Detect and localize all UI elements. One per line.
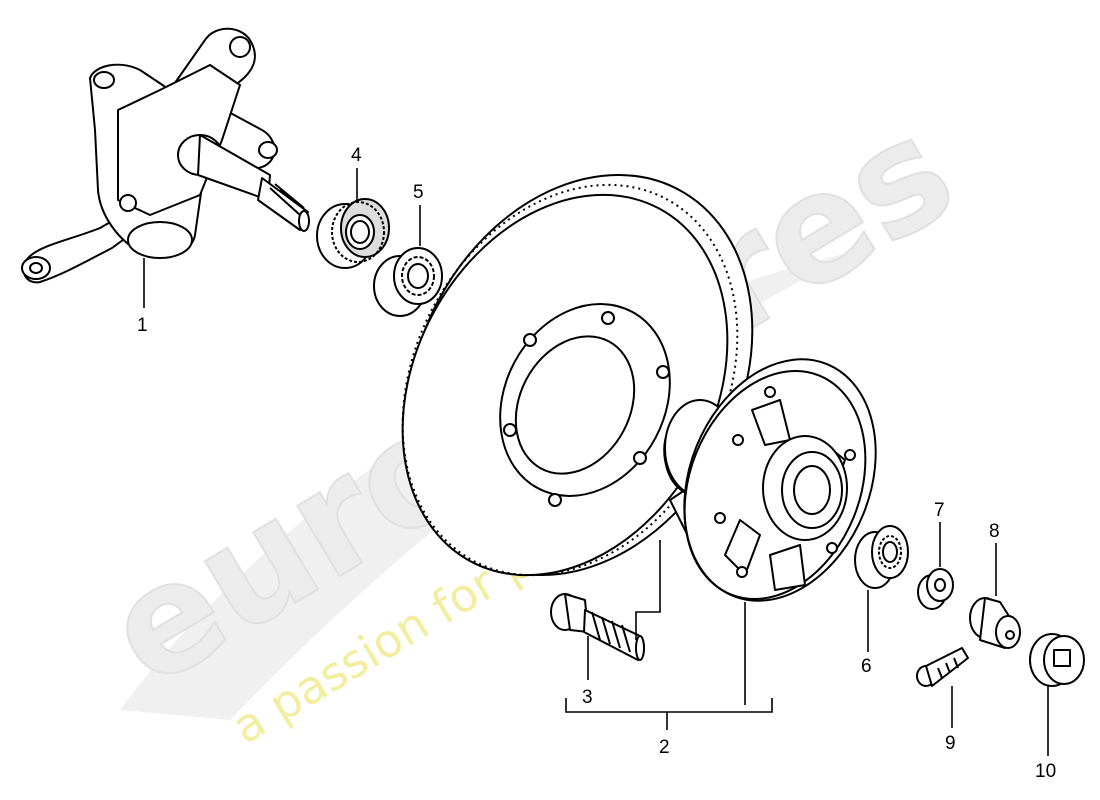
part-5-inner-bearing <box>373 247 443 317</box>
callout-7: 7 <box>934 500 945 521</box>
part-3-wheel-stud <box>550 593 645 661</box>
part-9-clamp-bolt <box>916 647 969 687</box>
callout-6: 6 <box>861 656 872 677</box>
callout-1: 1 <box>137 315 148 336</box>
callout-labels: 1 2 3 4 5 6 7 8 9 10 <box>137 145 1056 782</box>
part-10-dust-cap <box>1029 633 1085 687</box>
watermark-swoosh <box>120 250 860 720</box>
leader-lines <box>143 168 1049 756</box>
callout-3: 3 <box>582 687 593 708</box>
callout-2: 2 <box>659 737 670 758</box>
brake-disc <box>401 173 754 577</box>
part-7-washer <box>917 568 954 610</box>
callout-9: 9 <box>945 733 956 754</box>
part-8-clamp-nut <box>969 597 1021 649</box>
part-2-wheel-hub <box>663 358 877 602</box>
part-1-steering-knuckle <box>21 27 310 284</box>
part-6-outer-bearing <box>854 525 909 589</box>
callout-4: 4 <box>351 145 362 166</box>
callout-8: 8 <box>989 521 1000 542</box>
callout-10: 10 <box>1035 761 1056 782</box>
part-4-seal <box>316 198 390 269</box>
callout-5: 5 <box>413 182 424 203</box>
